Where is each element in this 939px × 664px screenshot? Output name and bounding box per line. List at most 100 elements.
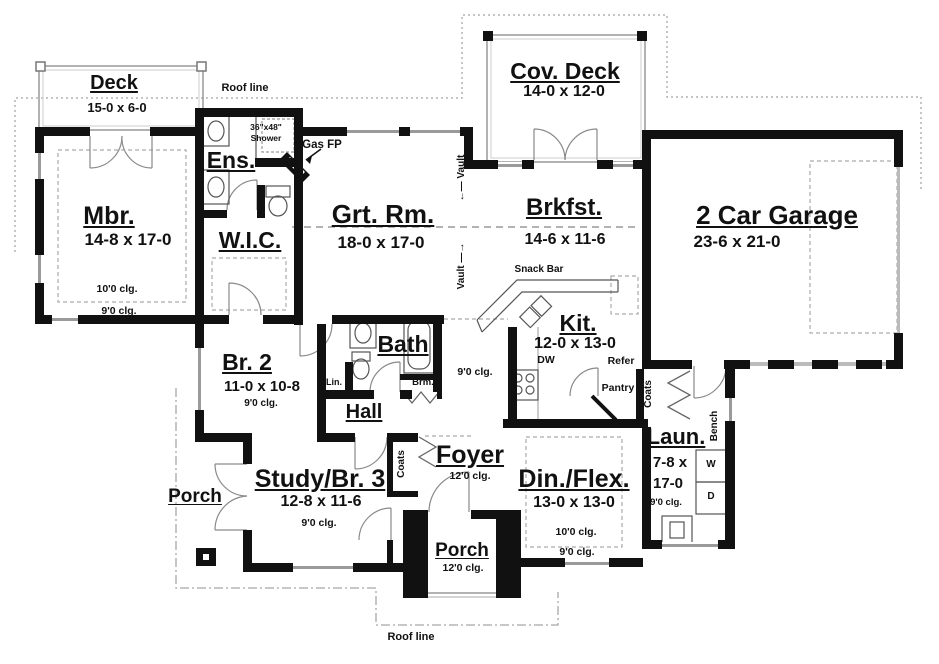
wall (636, 369, 644, 421)
window (410, 128, 460, 135)
wall (257, 185, 265, 218)
bifold-coats-foyer (417, 436, 438, 468)
wall (768, 360, 794, 369)
ceiling-study: 9'0 clg. (301, 517, 337, 529)
wall (521, 558, 565, 567)
refrigerator-label: Refer (607, 355, 635, 367)
ceiling-din-10: 10'0 clg. (555, 526, 597, 538)
wall (332, 315, 444, 324)
door-covdeck-right (564, 128, 598, 161)
room-label-br2: Br. 2 (222, 349, 272, 375)
window (613, 162, 633, 169)
laundry-sink-icon (661, 515, 693, 545)
broom-label: Brm. (412, 377, 434, 388)
room-label-hall: Hall (345, 401, 383, 423)
wall (255, 158, 302, 167)
ceiling-hall: 9'0 clg. (457, 366, 493, 378)
room-dims-deck: 15-0 x 6-0 (87, 100, 147, 115)
window (36, 255, 43, 283)
room-label-laun: Laun. (646, 424, 706, 449)
wall (724, 360, 750, 369)
wall (812, 360, 838, 369)
window (565, 560, 609, 567)
room-label-porch-left: Porch (168, 486, 222, 507)
pantry-label: Pantry (601, 382, 635, 394)
wall (433, 315, 442, 392)
porch-post-icon (196, 548, 497, 598)
sink-icon (202, 169, 230, 205)
window (196, 348, 203, 410)
wall (399, 127, 410, 136)
wall (894, 333, 903, 369)
room-dims-din-flex: 13-0 x 13-0 (533, 494, 615, 511)
wall (400, 374, 433, 380)
wall (642, 360, 692, 369)
wall (387, 433, 393, 497)
linen-label: Lin. (326, 377, 342, 387)
bifold-doors (402, 370, 692, 468)
door-pantry (569, 367, 599, 397)
ceiling-mbr-10: 10'0 clg. (96, 283, 138, 295)
room-label-mbr: Mbr. (83, 202, 135, 230)
window (36, 153, 43, 179)
wall (642, 130, 903, 139)
wall (894, 130, 903, 167)
wall (243, 433, 252, 464)
window (498, 162, 522, 169)
ceiling-laun: 9'0 clg. (650, 497, 682, 508)
door-wic (228, 282, 262, 316)
room-label-grt-rm: Grt. Rm. (331, 199, 435, 229)
wall (317, 390, 356, 399)
garage-door (724, 362, 894, 366)
wall (642, 130, 651, 369)
room-dims-br2: 11-0 x 10-8 (224, 378, 300, 395)
wall (150, 127, 203, 136)
room-label-garage: 2 Car Garage (696, 200, 858, 230)
wall (471, 510, 497, 519)
door-mbr-left (89, 135, 123, 169)
wall (35, 315, 52, 324)
room-label-wic: W.I.C. (218, 227, 282, 253)
door-front (428, 471, 470, 513)
wall (387, 540, 393, 563)
wall (263, 315, 300, 324)
door-covdeck-left (533, 128, 566, 161)
gas-fp-label: Gas FP (302, 139, 342, 151)
door-bath (369, 361, 401, 393)
wall (317, 433, 355, 442)
room-dims-brkfst: 14-6 x 11-6 (524, 231, 606, 248)
room-label-kit: Kit. (559, 310, 597, 336)
ceiling-br2: 9'0 clg. (244, 398, 278, 409)
room-dims-cov-deck: 14-0 x 12-0 (523, 83, 605, 100)
room-label-foyer: Foyer (435, 441, 505, 469)
roof-line-path (14, 14, 922, 252)
ceiling-porch-front: 12'0 clg. (442, 562, 484, 574)
room-label-cov-deck: Cov. Deck (510, 58, 620, 84)
wall (35, 179, 44, 255)
roof-line-label-top: Roof line (221, 82, 269, 94)
pantry-angled-wall (590, 394, 618, 422)
coats-foyer-label: Coats (396, 450, 407, 478)
room-label-bath: Bath (377, 331, 429, 357)
shower-label: Shower (250, 133, 282, 143)
vault-label-upper: ←— Vault (456, 154, 467, 202)
wall (886, 360, 903, 369)
wall (597, 160, 613, 169)
window (727, 398, 734, 421)
kitchen-sink-icon (518, 294, 553, 329)
snack-bar-label: Snack Bar (514, 264, 564, 275)
wall (203, 315, 229, 324)
shower-size-label: 36"x48" (250, 122, 282, 132)
door-study-porch-top (214, 463, 248, 497)
wall (195, 315, 204, 348)
wall (642, 427, 651, 540)
wall (464, 127, 473, 169)
dishwasher-label: DW (537, 354, 555, 366)
wall (35, 283, 44, 324)
room-dims-mbr: 14-8 x 17-0 (84, 230, 172, 249)
wall (353, 563, 403, 572)
room-label-porch-front: Porch (435, 540, 489, 561)
room-label-ens: Ens. (206, 147, 256, 173)
